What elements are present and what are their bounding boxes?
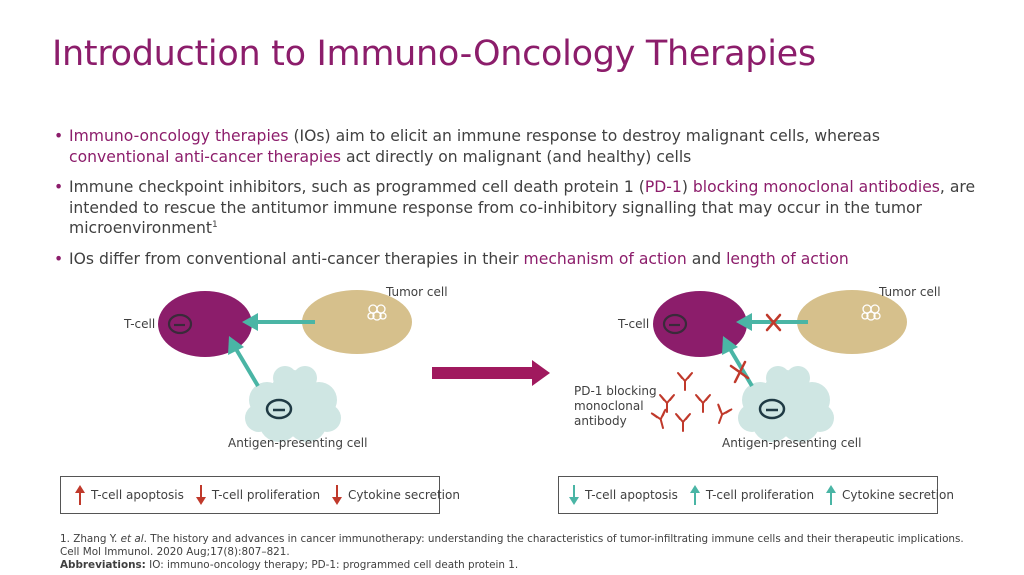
arrow-down-red-icon: [195, 485, 206, 505]
legend-item: Cytokine secretion: [826, 485, 954, 505]
legend-label: T-cell proliferation: [705, 488, 815, 502]
legend-item: T-cell proliferation: [195, 485, 321, 505]
right-tumor-cell: [797, 290, 907, 354]
bullet-highlight: blocking monoclonal antibodies: [692, 178, 940, 196]
bullet-item: • IOs differ from conventional anti-canc…: [54, 249, 984, 270]
bullet-dot-icon: •: [54, 178, 64, 196]
legend-item: Cytokine secretion: [332, 485, 460, 505]
bullet-dot-icon: •: [54, 127, 64, 145]
legend-label: T-cell apoptosis: [585, 488, 678, 502]
legend-label: Cytokine secretion: [348, 488, 460, 502]
legend-item: T-cell proliferation: [689, 485, 815, 505]
arrow-down-teal-icon: [569, 485, 579, 505]
left-tcell-label: T-cell: [123, 317, 155, 331]
bullet-text: (IOs) aim to elicit an immune response t…: [288, 127, 880, 145]
right-tcell-label: T-cell: [617, 317, 649, 331]
right-apc-label: Antigen-presenting cell: [722, 436, 861, 450]
legend-label: Cytokine secretion: [842, 488, 954, 502]
left-panel: Tumor cell T-cell Antigen-presenting cel…: [123, 285, 448, 450]
right-apc-cell: [738, 366, 834, 442]
transition-arrow: [432, 360, 550, 386]
block-x-icon: [729, 360, 750, 384]
left-tcell: [158, 291, 252, 357]
abbreviations-text: IO: immuno-oncology therapy; PD-1: progr…: [145, 559, 519, 571]
reference-etal: et al: [120, 533, 144, 545]
antibody-cluster-icon: [650, 372, 733, 432]
left-apc-cell: [245, 366, 341, 442]
left-tumor-cell: [302, 290, 412, 354]
left-arrowhead-icon: [242, 313, 258, 331]
bullet-dot-icon: •: [54, 249, 64, 268]
legend-right: T-cell apoptosis T-cell proliferation Cy…: [558, 476, 954, 514]
bullet-text: IOs differ from conventional anti-cancer…: [69, 249, 524, 268]
abbreviations-label: Abbreviations:: [60, 559, 146, 571]
block-x-icon: [765, 313, 782, 332]
right-arrowhead-icon: [722, 336, 738, 355]
bullet-highlight: Immuno-oncology therapies: [69, 127, 289, 145]
bullet-list: • Immuno-oncology therapies (IOs) aim to…: [54, 126, 984, 279]
bullet-text: , are intended to rescue the antitumor i…: [69, 178, 976, 237]
mechanism-diagram: Tumor cell T-cell Antigen-presenting cel…: [123, 285, 941, 450]
legend-item: T-cell apoptosis: [75, 485, 184, 505]
bullet-text: ): [681, 178, 693, 196]
bullet-highlight: mechanism of action: [523, 249, 687, 268]
bullet-highlight: length of action: [726, 249, 849, 268]
bullet-highlight: PD-1: [644, 178, 682, 196]
left-arrowhead-icon: [228, 336, 244, 355]
bullet-text: act directly on malignant (and healthy) …: [341, 147, 692, 166]
bullet-highlight: conventional anti-cancer therapies: [69, 147, 341, 166]
reference-text: . The history and advances in cancer imm…: [60, 533, 964, 558]
legend-label: T-cell apoptosis: [91, 488, 184, 502]
footnote-ref: 1: [212, 219, 218, 230]
reference-text: 1. Zhang Y.: [60, 533, 121, 545]
footnote: 1. Zhang Y. et al. The history and advan…: [60, 533, 970, 572]
arrow-up-teal-icon: [826, 485, 837, 505]
slide-title: Introduction to Immuno-Oncology Therapie…: [52, 34, 816, 74]
right-tumor-label: Tumor cell: [878, 285, 941, 299]
bullet-item: • Immuno-oncology therapies (IOs) aim to…: [54, 126, 984, 167]
legend-label: T-cell proliferation: [211, 488, 321, 502]
legend-item: T-cell apoptosis: [569, 485, 678, 505]
bullet-text: and: [686, 249, 727, 268]
right-panel: Tumor cell T-cell Antigen-presenting cel…: [574, 285, 941, 450]
arrow-down-red-icon: [332, 485, 343, 505]
arrow-up-red-icon: [75, 485, 85, 505]
arrow-up-teal-icon: [689, 485, 700, 505]
left-apc-to-tcell-arrow: [234, 347, 260, 388]
left-apc-label: Antigen-presenting cell: [228, 436, 367, 450]
left-tumor-label: Tumor cell: [385, 285, 448, 299]
right-arrowhead-icon: [736, 313, 752, 331]
bullet-text: Immune checkpoint inhibitors, such as pr…: [69, 178, 645, 196]
bullet-item: • Immune checkpoint inhibitors, such as …: [54, 177, 984, 239]
legend-left: T-cell apoptosis T-cell proliferation Cy…: [60, 476, 460, 514]
antibody-label: PD-1 blocking monoclonal antibody: [574, 384, 660, 428]
